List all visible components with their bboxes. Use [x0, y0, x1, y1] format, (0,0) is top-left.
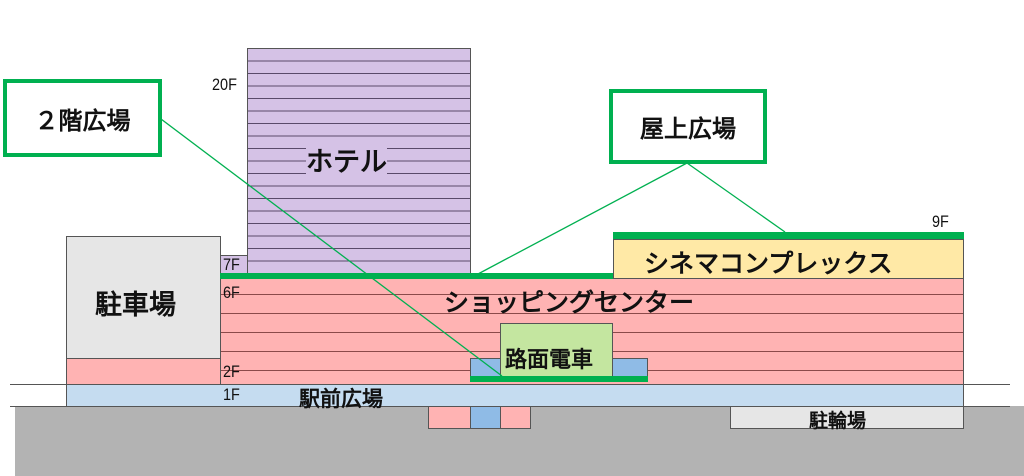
ground-line-right-lower — [963, 406, 1010, 407]
floor-label-6f: 6F — [223, 283, 240, 302]
cinema-complex: シネマコンプレックス — [613, 239, 964, 279]
parking-label: 駐車場 — [95, 290, 176, 321]
floor-label-20f: 20F — [212, 75, 237, 94]
callout-rooftop-plaza: 屋上広場 — [609, 89, 767, 164]
station-plaza: 駅前広場 — [66, 384, 964, 411]
callout-rooftop-plaza-label: 屋上広場 — [640, 115, 736, 143]
hotel-label: ホテル — [306, 140, 387, 179]
floor-label-2f: 2F — [223, 362, 240, 381]
leader-line-rooftop-right — [686, 162, 786, 233]
rooftop-plaza-line-shopping — [220, 273, 613, 279]
callout-second-floor-plaza: ２階広場 — [3, 79, 162, 157]
ground-line-right-upper — [963, 384, 1010, 385]
leader-line-rooftop-left — [477, 162, 688, 275]
floor-label-7f: 7F — [223, 255, 240, 274]
station-plaza-label: 駅前広場 — [299, 387, 383, 411]
bicycle-parking-label: 駐輪場 — [809, 410, 867, 432]
cinema-label: シネマコンプレックス — [644, 249, 893, 278]
shopping-center-label: ショッピングセンター — [444, 288, 695, 317]
floor-label-9f: 9F — [932, 212, 949, 231]
tram-station: 路面電車 — [500, 323, 613, 378]
callout-second-floor-plaza-label: ２階広場 — [34, 106, 131, 135]
leader-line-second-floor — [160, 118, 503, 377]
tram-label: 路面電車 — [505, 348, 594, 373]
bicycle-parking: 駐輪場 — [730, 406, 964, 432]
ground-line-left-upper — [10, 384, 66, 385]
parking-garage: 駐車場 — [66, 236, 221, 359]
floor-label-1f: 1F — [223, 385, 240, 404]
second-floor-plaza-line — [470, 376, 648, 382]
rooftop-plaza-line-cinema — [613, 232, 964, 239]
ground-line-left-lower — [10, 406, 66, 407]
